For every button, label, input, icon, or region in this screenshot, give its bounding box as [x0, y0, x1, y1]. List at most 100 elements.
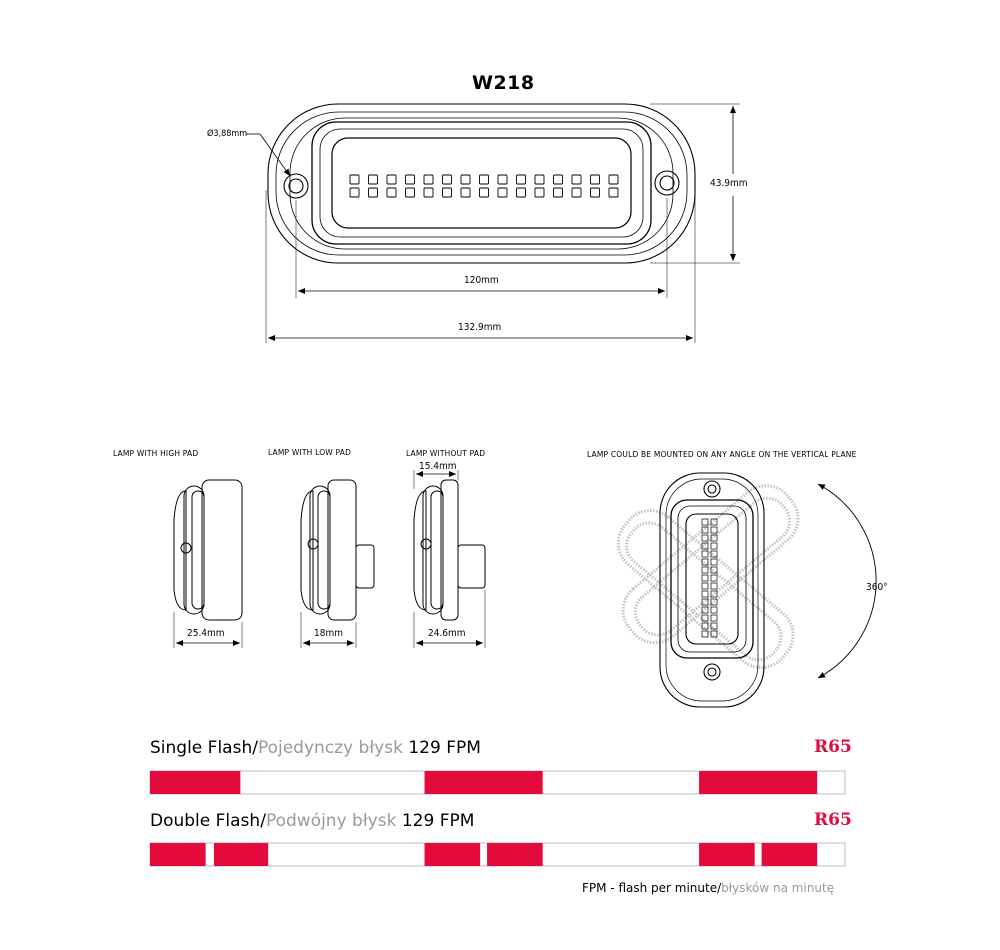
flash-segment	[699, 843, 755, 866]
flash-label-double: Double Flash/Podwójny błysk 129 FPM	[150, 811, 474, 831]
led-cell	[460, 174, 471, 185]
led-cell	[368, 174, 378, 185]
led-cell	[608, 174, 619, 185]
rotation-arrow	[817, 483, 877, 679]
led-cell	[710, 630, 718, 638]
timeline-frame	[149, 770, 846, 795]
side-view-high-pad	[173, 479, 243, 621]
flash-name-pl: Podwójny błysk	[265, 811, 397, 831]
left-mount-hole	[283, 173, 309, 199]
flash-fpm: 129 FPM	[408, 738, 481, 758]
flash-segment	[699, 771, 818, 794]
led-cell	[405, 187, 415, 198]
led-cell	[423, 174, 434, 185]
led-cell	[497, 174, 508, 185]
led-cell	[516, 187, 526, 198]
led-cell	[710, 606, 718, 614]
led-cell	[442, 174, 452, 185]
led-cell	[534, 187, 545, 198]
led-cell	[368, 187, 378, 198]
led-cell	[497, 187, 508, 198]
led-cell	[701, 622, 709, 630]
led-cell	[701, 542, 709, 550]
led-cell	[553, 174, 563, 185]
led-cell	[405, 174, 415, 185]
r65-badge: R65	[814, 737, 852, 757]
led-cell	[710, 518, 718, 526]
led-cell	[701, 598, 709, 606]
flash-segment	[761, 843, 818, 866]
led-cell	[479, 174, 489, 185]
led-cell	[701, 550, 709, 558]
dim-without-pad: 24.6mm	[428, 628, 466, 639]
dim-high-pad: 25.4mm	[187, 628, 225, 639]
led-cell	[710, 598, 718, 606]
led-cell	[701, 590, 709, 598]
r65-badge: R65	[814, 810, 852, 830]
led-cell	[701, 574, 709, 582]
led-cell	[701, 614, 709, 622]
led-cell	[701, 582, 709, 590]
led-cell	[701, 518, 709, 526]
product-title: W218	[472, 72, 535, 94]
led-cell	[386, 174, 397, 185]
led-cell	[534, 174, 545, 185]
inner-width-dimension-label: 120mm	[464, 275, 499, 286]
flash-name-sep: /	[260, 811, 266, 831]
flash-name-pl: Pojedynczy błysk	[257, 738, 403, 758]
dim-low-pad: 18mm	[314, 628, 343, 639]
led-cell	[710, 526, 718, 534]
side-view-low-pad	[300, 479, 375, 621]
hole-diameter-label: Ø3,88mm	[207, 129, 248, 139]
led-cell	[479, 187, 489, 198]
led-cell	[571, 174, 582, 185]
led-cell	[701, 566, 709, 574]
flash-label-single: Single Flash/Pojedynczy błysk 129 FPM	[150, 738, 481, 758]
flash-segment	[150, 843, 206, 866]
led-cell	[710, 566, 718, 574]
footer-en: FPM - flash per minute/	[582, 881, 722, 895]
led-cell	[460, 187, 471, 198]
led-cell	[553, 187, 563, 198]
flash-name-sep: /	[252, 738, 258, 758]
flash-name-en: Double Flash	[150, 811, 261, 831]
led-cell	[710, 622, 718, 630]
led-cell	[710, 574, 718, 582]
lamp-outer-body	[267, 103, 696, 264]
upright-lamp	[659, 472, 765, 708]
led-cell	[710, 550, 718, 558]
caption-without-pad: LAMP WITHOUT PAD	[406, 449, 486, 458]
led-cell	[710, 542, 718, 550]
flash-segment	[424, 843, 481, 866]
outer-width-dimension-label: 132.9mm	[458, 322, 502, 333]
flash-segment	[150, 771, 241, 794]
dim-without-pad-depth: 15.4mm	[419, 461, 457, 472]
flash-fpm: 129 FPM	[401, 811, 475, 831]
led-cell	[710, 590, 718, 598]
lamp-lens	[311, 121, 652, 245]
caption-rotation: LAMP COULD BE MOUNTED ON ANY ANGLE ON TH…	[587, 450, 857, 459]
side-view-without-pad	[413, 479, 486, 621]
footer-pl: błysków na minutę	[721, 881, 835, 895]
led-cell	[710, 582, 718, 590]
led-cell	[423, 187, 434, 198]
flash-segment	[424, 771, 543, 794]
timeline-frame	[149, 842, 846, 867]
led-cell	[710, 558, 718, 566]
led-cell	[386, 187, 397, 198]
led-cell	[590, 174, 600, 185]
led-cell	[701, 630, 709, 638]
right-mount-hole	[654, 170, 680, 196]
led-cell	[701, 534, 709, 542]
led-cell	[701, 558, 709, 566]
led-cell	[701, 606, 709, 614]
led-cell	[710, 614, 718, 622]
led-grid-vertical	[701, 518, 718, 638]
led-grid	[349, 174, 619, 198]
led-cell	[590, 187, 600, 198]
